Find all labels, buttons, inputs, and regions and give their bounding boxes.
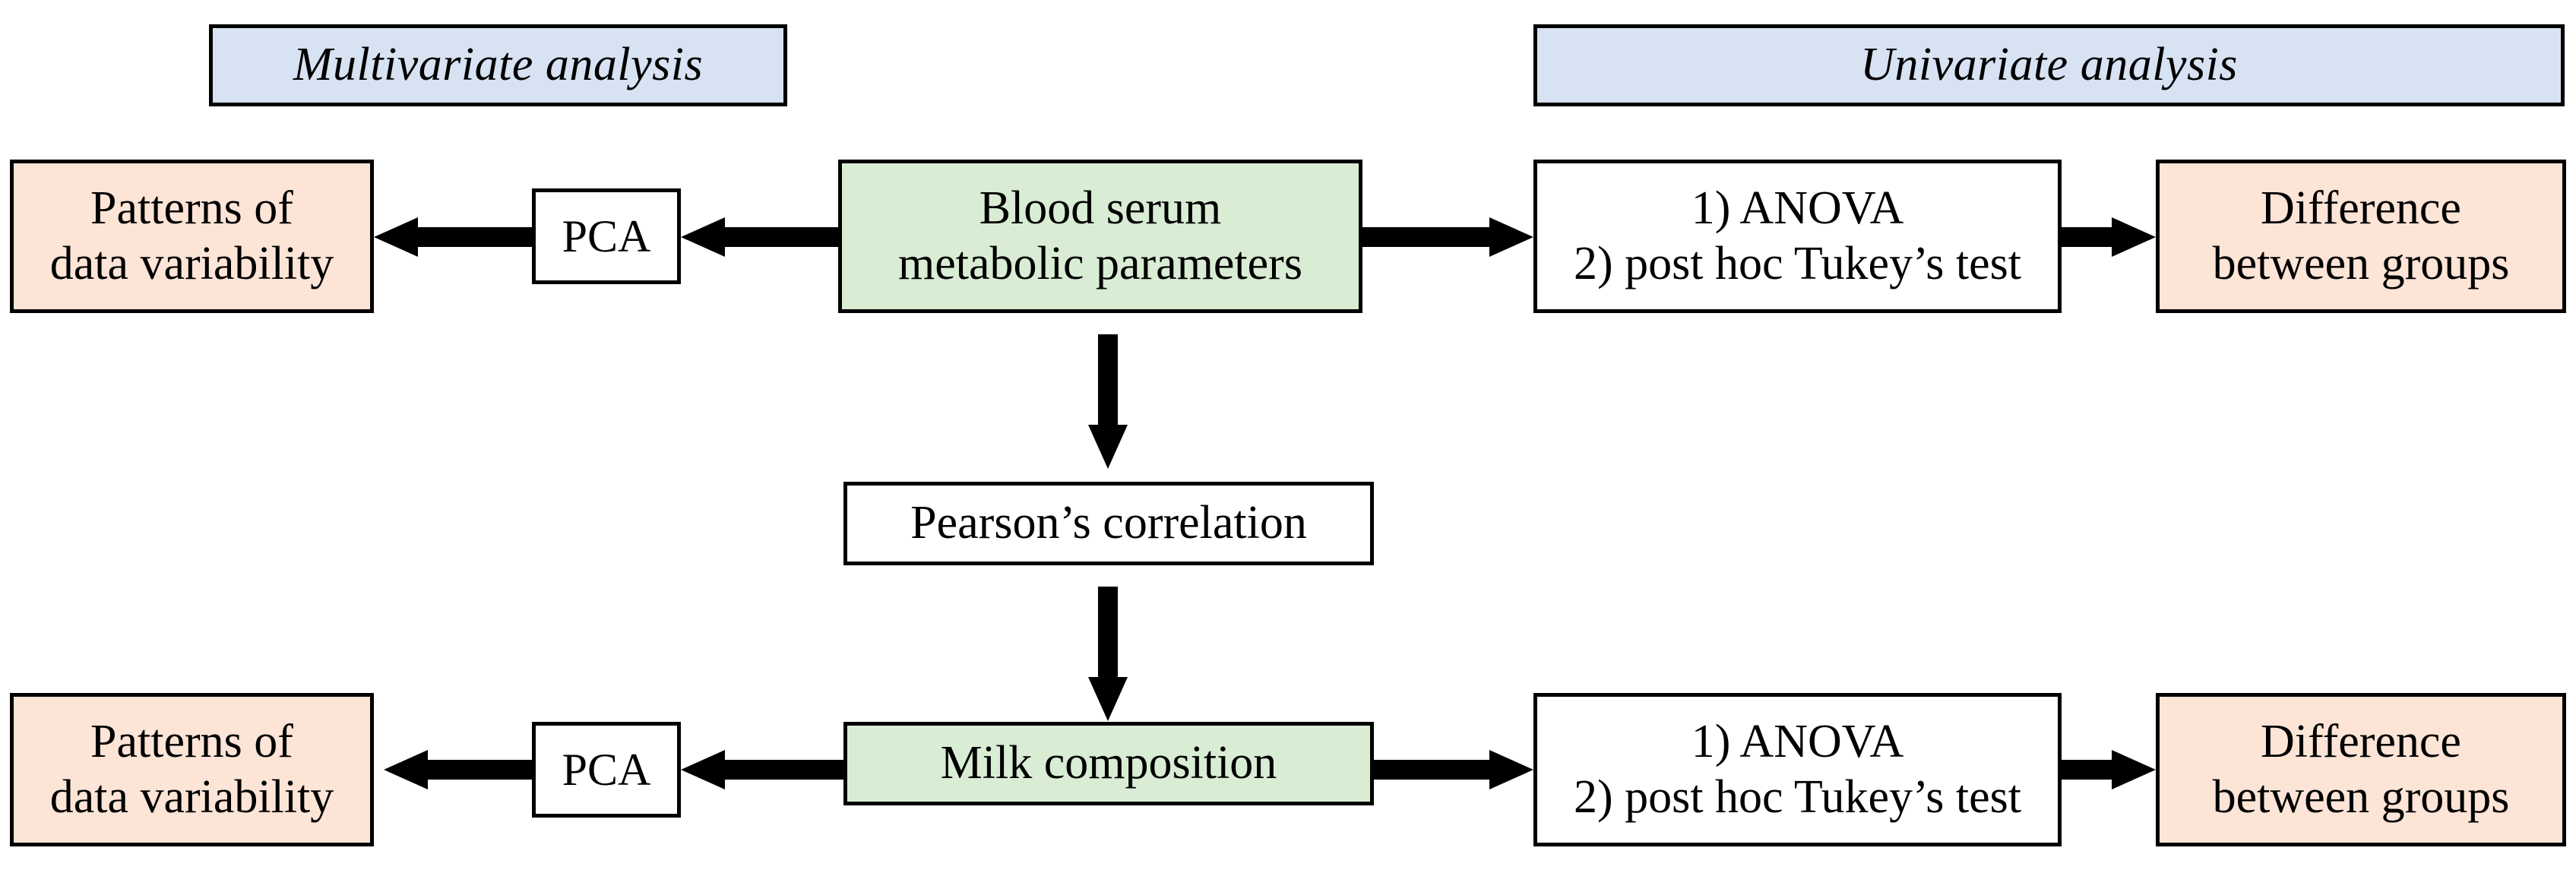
arrow-pca-top-to-patterns (374, 217, 533, 257)
node-pca-bottom: PCA (532, 722, 681, 818)
header-banner-multivariate: Multivariate analysis (209, 24, 787, 106)
node-pca-top-label: PCA (562, 210, 651, 261)
node-patterns-of-data-variability-bottom: Patterns of data variability (10, 693, 374, 846)
node-pearsons-correlation: Pearson’s correlation (843, 482, 1374, 565)
node-anova-tukey-bottom-label: 1) ANOVA 2) post hoc Tukey’s test (1573, 715, 2022, 823)
node-patterns-of-data-variability-top: Patterns of data variability (10, 160, 374, 313)
node-patterns-of-data-variability-top-label: Patterns of data variability (49, 182, 334, 289)
arrow-milk-to-pca-bottom (681, 750, 843, 789)
node-pca-bottom-label: PCA (562, 744, 651, 795)
node-difference-between-groups-bottom: Difference between groups (2156, 693, 2566, 846)
node-pca-top: PCA (532, 188, 681, 284)
node-difference-between-groups-bottom-label: Difference between groups (2212, 715, 2510, 823)
header-banner-multivariate-label: Multivariate analysis (293, 39, 704, 91)
arrow-pca-bottom-to-patterns (384, 750, 534, 789)
node-blood-serum-metabolic-parameters-label: Blood serum metabolic parameters (898, 182, 1302, 289)
arrow-blood-serum-to-anova-top (1362, 217, 1533, 257)
node-anova-tukey-top: 1) ANOVA 2) post hoc Tukey’s test (1533, 160, 2062, 313)
arrow-milk-to-anova-bottom (1374, 750, 1533, 789)
arrow-anova-top-to-difference (2062, 217, 2156, 257)
arrow-blood-serum-to-pca-top (681, 217, 838, 257)
node-difference-between-groups-top-label: Difference between groups (2212, 182, 2510, 289)
node-milk-composition-label: Milk composition (940, 737, 1277, 789)
node-pearsons-correlation-label: Pearson’s correlation (910, 497, 1307, 549)
node-patterns-of-data-variability-bottom-label: Patterns of data variability (49, 715, 334, 823)
node-anova-tukey-top-label: 1) ANOVA 2) post hoc Tukey’s test (1573, 182, 2022, 289)
arrow-blood-serum-to-pearson (1088, 334, 1128, 469)
arrow-anova-bottom-to-difference (2062, 750, 2156, 789)
node-blood-serum-metabolic-parameters: Blood serum metabolic parameters (838, 160, 1362, 313)
header-banner-univariate-label: Univariate analysis (1860, 39, 2238, 91)
header-banner-univariate: Univariate analysis (1533, 24, 2565, 106)
node-milk-composition: Milk composition (843, 722, 1374, 805)
node-difference-between-groups-top: Difference between groups (2156, 160, 2566, 313)
arrow-pearson-to-milk (1088, 587, 1128, 721)
node-anova-tukey-bottom: 1) ANOVA 2) post hoc Tukey’s test (1533, 693, 2062, 846)
